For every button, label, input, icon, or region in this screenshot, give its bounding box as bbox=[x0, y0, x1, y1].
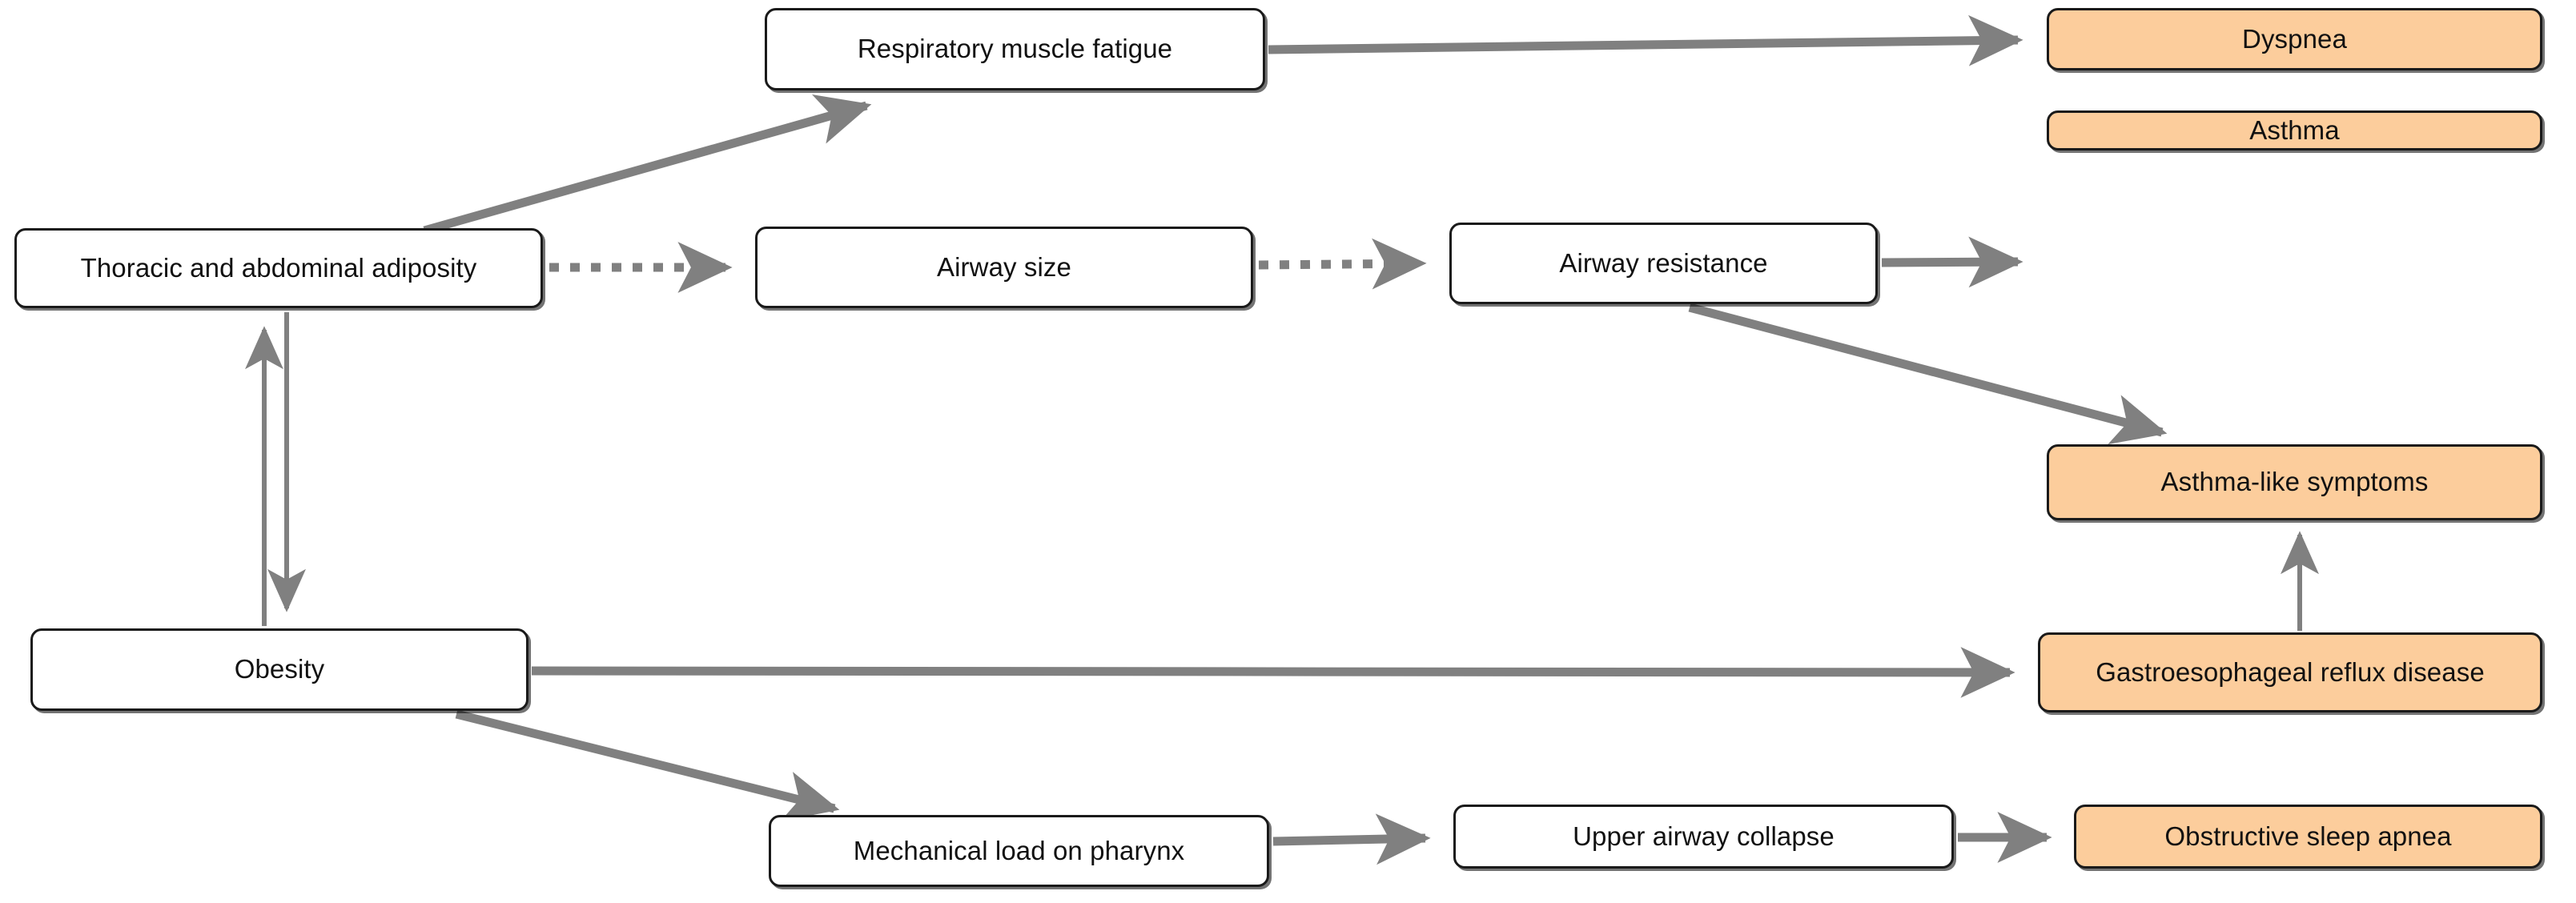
node-thoracic-and-abdominal-adiposity[interactable]: Thoracic and abdominal adiposity bbox=[14, 228, 543, 308]
node-label-respiratory-muscle-fatigue: Respiratory muscle fatigue bbox=[857, 34, 1173, 64]
edge-obesity-to-gastroesophageal-reflux-disease bbox=[531, 647, 2015, 698]
node-airway-resistance[interactable]: Airway resistance bbox=[1449, 223, 1878, 304]
edge-mechanical-load-on-pharynx-to-upper-airway-collapse bbox=[1272, 813, 1431, 865]
node-label-obstructive-sleep-apnea: Obstructive sleep apnea bbox=[2164, 821, 2452, 851]
node-gastroesophageal-reflux-disease[interactable]: Gastroesophageal reflux disease bbox=[2038, 632, 2542, 712]
node-label-gastroesophageal-reflux-disease: Gastroesophageal reflux disease bbox=[2096, 656, 2485, 687]
edge-airway-resistance-to-asthma bbox=[1881, 236, 2023, 288]
node-dyspnea[interactable]: Dyspnea bbox=[2047, 8, 2542, 70]
node-label-airway-size: Airway size bbox=[937, 251, 1071, 282]
node-label-dyspnea: Dyspnea bbox=[2242, 23, 2347, 54]
node-airway-size[interactable]: Airway size bbox=[755, 227, 1253, 308]
node-label-asthma-like-symptoms: Asthma-like symptoms bbox=[2160, 467, 2429, 497]
edge-obesity-to-mechanical-load-on-pharynx bbox=[455, 709, 840, 822]
node-label-airway-resistance: Airway resistance bbox=[1559, 247, 1768, 278]
node-label-mechanical-load-on-pharynx: Mechanical load on pharynx bbox=[853, 835, 1185, 865]
node-upper-airway-collapse[interactable]: Upper airway collapse bbox=[1453, 805, 1954, 869]
node-label-upper-airway-collapse: Upper airway collapse bbox=[1573, 821, 1835, 851]
node-label-obesity: Obesity bbox=[234, 654, 325, 684]
node-label-asthma: Asthma bbox=[2249, 114, 2340, 145]
edge-airway-resistance-to-asthma-like-symptoms bbox=[1688, 303, 2168, 445]
node-respiratory-muscle-fatigue[interactable]: Respiratory muscle fatigue bbox=[765, 8, 1265, 90]
edge-airway-size-to-airway-resistance bbox=[1258, 238, 1427, 290]
node-mechanical-load-on-pharynx[interactable]: Mechanical load on pharynx bbox=[769, 815, 1269, 887]
node-label-thoracic-and-abdominal-adiposity: Thoracic and abdominal adiposity bbox=[80, 252, 477, 283]
node-obesity[interactable]: Obesity bbox=[30, 628, 528, 711]
edge-respiratory-muscle-fatigue-to-dyspnea bbox=[1268, 14, 2023, 66]
node-asthma[interactable]: Asthma bbox=[2047, 110, 2542, 150]
node-asthma-like-symptoms[interactable]: Asthma-like symptoms bbox=[2047, 444, 2542, 520]
node-obstructive-sleep-apnea[interactable]: Obstructive sleep apnea bbox=[2074, 805, 2542, 869]
edge-adiposity-to-respiratory-muscle-fatigue bbox=[423, 94, 872, 235]
